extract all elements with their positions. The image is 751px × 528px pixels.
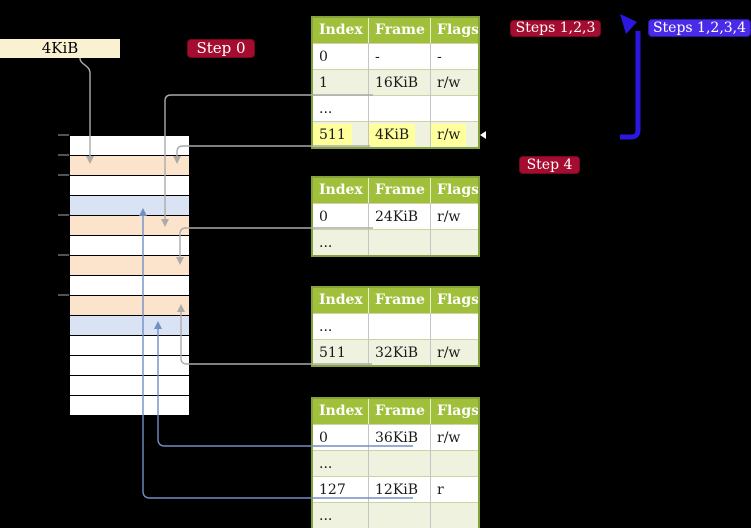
column-header: Index (313, 18, 368, 43)
table-cell (368, 95, 430, 121)
table-cell: r/w (430, 203, 478, 229)
memory-frame-row-peach (70, 216, 189, 236)
memory-frame-row-white (70, 396, 189, 415)
table-cell: 4KiB (368, 121, 430, 147)
page-size-label: 4KiB (0, 39, 120, 58)
table-cell (368, 502, 430, 528)
column-header: Flags (430, 399, 478, 424)
table-cell: 16KiB (368, 69, 430, 95)
table-cell: r/w (430, 424, 478, 450)
memory-frame-row-white (70, 336, 189, 356)
badge-steps-1-2-3: Steps 1,2,3 (510, 20, 601, 37)
memory-strip (69, 135, 190, 416)
memory-frame-row-peach (70, 256, 189, 276)
memory-frame-row-white (70, 376, 189, 396)
table-cell: 32KiB (368, 339, 430, 365)
table-cell: ... (313, 229, 368, 255)
table-cell: ... (313, 450, 368, 476)
column-header: Index (313, 288, 368, 313)
table-cell: 0 (313, 203, 368, 229)
table-cell: ... (313, 313, 368, 339)
highlighted-value: 511 (313, 124, 352, 146)
memory-frame-row-peach (70, 156, 189, 176)
table-cell: r (430, 476, 478, 502)
memory-frame-row-peach (70, 296, 189, 316)
table-cell: 36KiB (368, 424, 430, 450)
table-row: ... (313, 502, 478, 528)
table-cell: r/w (430, 339, 478, 365)
badge-step-0: Step 0 (187, 39, 255, 58)
table-row: ... (313, 95, 478, 121)
table-row: ... (313, 313, 478, 339)
table-cell: ... (313, 502, 368, 528)
badge-steps-1-2-3-4: Steps 1,2,3,4 (648, 19, 751, 37)
table-cell (368, 229, 430, 255)
column-header: Flags (430, 178, 478, 203)
table-cell (430, 450, 478, 476)
memory-frame-row-white (70, 356, 189, 376)
table-cell: 12KiB (368, 476, 430, 502)
table-row: 511 4KiB r/w (313, 121, 478, 147)
highlighted-value: 4KiB (369, 124, 416, 146)
table-cell: 511 (313, 339, 368, 365)
column-header: Flags (430, 18, 478, 43)
table-row: ... (313, 229, 478, 255)
column-header: Frame (368, 18, 430, 43)
column-header: Flags (430, 288, 478, 313)
column-header: Frame (368, 178, 430, 203)
table-cell (368, 313, 430, 339)
highlighted-value: r/w (431, 124, 467, 146)
column-header: Index (313, 178, 368, 203)
table-cell (430, 502, 478, 528)
column-header: Frame (368, 288, 430, 313)
tiny-arrow-marker (480, 131, 486, 139)
memory-frame-row-white (70, 136, 189, 156)
memory-frame-row-white (70, 176, 189, 196)
table-cell (430, 95, 478, 121)
memory-frame-row-blue (70, 316, 189, 336)
table-cell: 1 (313, 69, 368, 95)
table-cell: - (368, 43, 430, 69)
table-cell: r/w (430, 121, 478, 147)
memory-frame-row-white (70, 236, 189, 256)
column-header: Index (313, 399, 368, 424)
memory-frame-row-white (70, 276, 189, 296)
table-cell: 0 (313, 43, 368, 69)
big-steps-arrow (620, 14, 641, 140)
address-ticks (58, 134, 69, 296)
table-cell (368, 450, 430, 476)
table-cell: ... (313, 95, 368, 121)
column-header: Frame (368, 399, 430, 424)
table-cell: 127 (313, 476, 368, 502)
table-row: ... (313, 450, 478, 476)
table-cell: r/w (430, 69, 478, 95)
table-cell (430, 313, 478, 339)
table-cell: 24KiB (368, 203, 430, 229)
table-row: 0-- (313, 43, 478, 69)
table-cell (430, 229, 478, 255)
table-cell: - (430, 43, 478, 69)
memory-frame-row-blue (70, 196, 189, 216)
badge-step-4: Step 4 (519, 156, 580, 174)
table-cell: 511 (313, 121, 368, 147)
table-cell: 0 (313, 424, 368, 450)
